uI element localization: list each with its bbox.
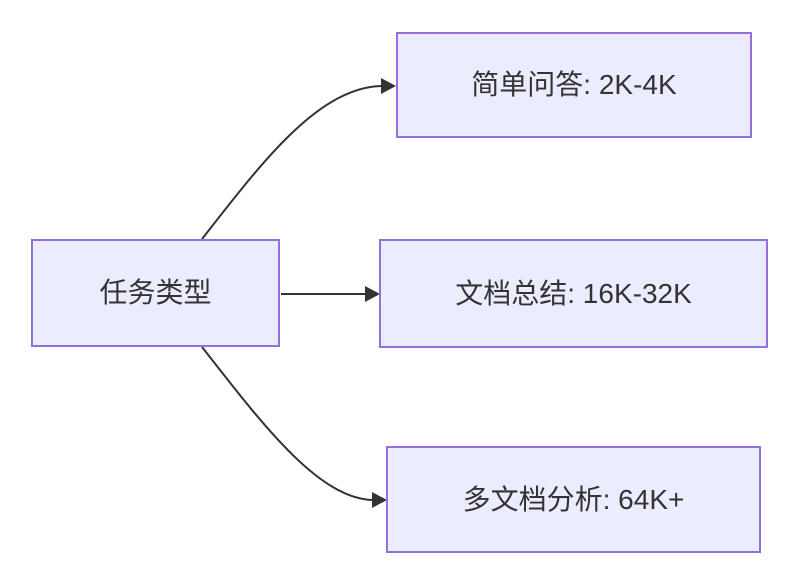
edge-root-to-multi-doc [201,346,374,501]
node-multi-doc: 多文档分析: 64K+ [386,446,761,553]
node-multi-doc-label: 多文档分析: 64K+ [462,483,685,515]
node-task-type: 任务类型 [31,239,280,347]
edge-root-to-doc-summary-arrowhead [365,286,380,302]
node-task-type-label: 任务类型 [99,277,212,309]
edge-root-to-simple-qa [201,85,383,240]
node-doc-summary-label: 文档总结: 16K-32K [455,277,692,309]
node-simple-qa-label: 简单问答: 2K-4K [471,69,677,101]
edge-root-to-simple-qa-arrowhead [381,78,396,94]
node-simple-qa: 简单问答: 2K-4K [396,32,752,138]
node-doc-summary: 文档总结: 16K-32K [379,239,768,348]
edge-root-to-multi-doc-arrowhead [372,492,387,508]
